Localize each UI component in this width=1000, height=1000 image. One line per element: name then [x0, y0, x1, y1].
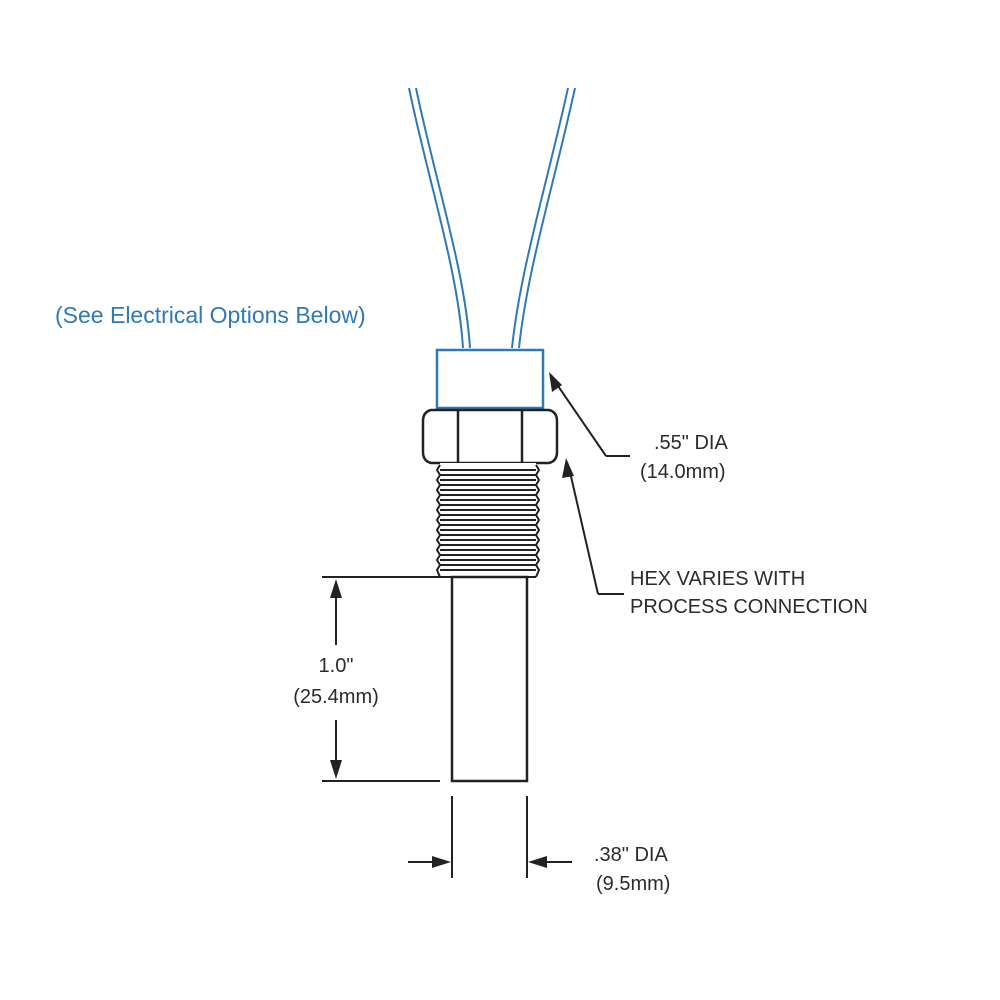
arrow-up — [330, 579, 342, 598]
hex-nut — [421, 408, 559, 465]
leader-arrow-hex — [562, 458, 574, 478]
head-diameter-label: .55" DIA — [654, 432, 728, 454]
threaded-section — [435, 463, 541, 578]
leader-arrow-head — [549, 372, 562, 392]
head-diameter-metric-label: (14.0mm) — [640, 461, 726, 483]
sensor-head — [435, 348, 545, 410]
hex-note-line2: PROCESS CONNECTION — [630, 596, 868, 618]
hex-leader — [562, 458, 624, 595]
arrow-left — [528, 856, 547, 868]
arrow-right — [432, 856, 451, 868]
length-dimension — [322, 576, 440, 782]
wire-left-outer — [408, 87, 464, 349]
length-label: 1.0" — [318, 655, 354, 677]
probe-body — [450, 575, 529, 783]
electrical-options-note: (See Electrical Options Below) — [55, 302, 366, 328]
head-leader — [549, 372, 630, 457]
wire-right-inner — [518, 87, 576, 349]
arrow-down — [330, 760, 342, 779]
hex-note-line1: HEX VARIES WITH — [630, 568, 806, 590]
wire-right-outer — [511, 87, 569, 349]
probe-diameter-metric-label: (9.5mm) — [596, 873, 671, 895]
probe-dimension — [408, 796, 572, 878]
wire-left-inner — [415, 87, 471, 349]
length-metric-label: (25.4mm) — [293, 686, 379, 708]
lead-wires — [408, 87, 576, 349]
probe-diameter-label: .38" DIA — [594, 844, 668, 866]
